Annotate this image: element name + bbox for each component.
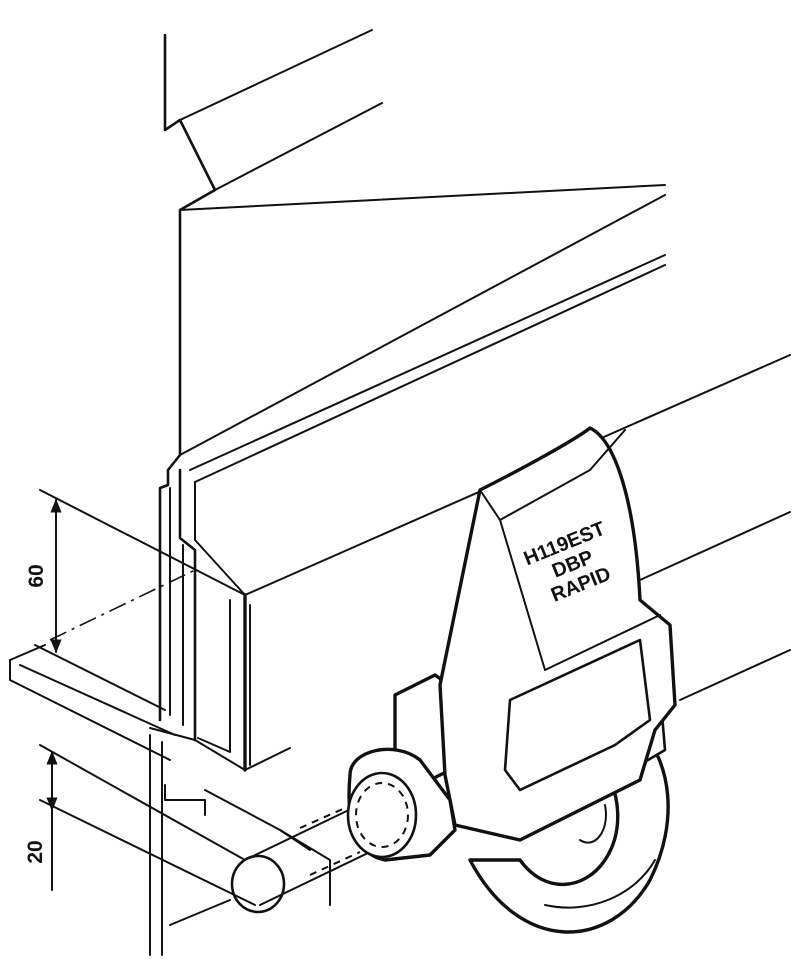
base-rail	[9, 644, 331, 956]
dimension-label-20: 20	[24, 840, 47, 863]
dimension-extension-line	[39, 744, 246, 861]
clamp-assembly	[346, 426, 677, 934]
wall-panel	[163, 29, 666, 483]
dimension-label-60: 60	[25, 564, 48, 587]
dimension-extension-line	[39, 489, 246, 596]
dimension-extension-line	[39, 799, 256, 906]
dimension-20: 20	[24, 744, 256, 906]
dimension-60: 60	[25, 489, 246, 711]
bar-section-hatch	[230, 854, 286, 914]
dimension-extension-line	[34, 644, 166, 711]
vertical-profile	[158, 453, 197, 742]
center-line	[49, 569, 196, 641]
